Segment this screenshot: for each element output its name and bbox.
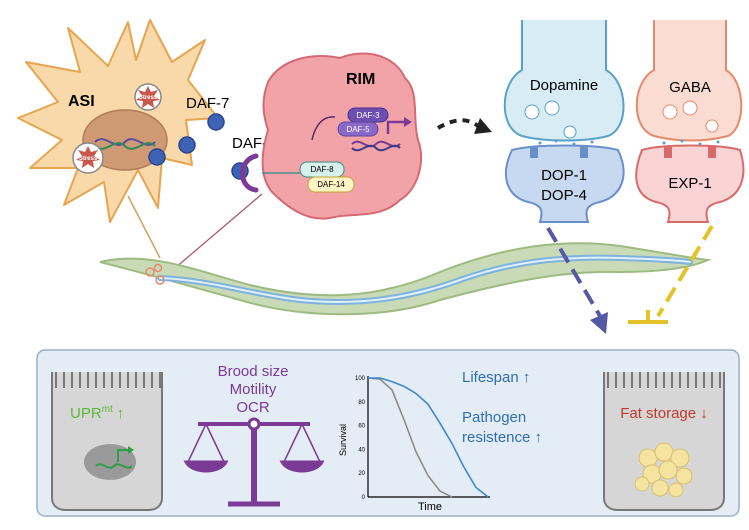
upr-arrow: ↑: [117, 405, 125, 422]
dopamine-synapse: Dopamine DOP-1 DOP-4: [503, 20, 625, 223]
asi-dna-strand-icon: [94, 142, 156, 150]
exp1-label: EXP-1: [668, 175, 711, 192]
upr-main: UPR: [70, 405, 102, 422]
vesicle-icon: [662, 104, 678, 120]
rim-axon: [167, 193, 263, 275]
intestinal-cell-upr: UPRmt ↑: [51, 372, 163, 511]
gaba-effect-arrow: [656, 224, 714, 318]
daf8-label: DAF-8: [310, 165, 334, 174]
upr-transcription-arrowhead-icon: [128, 446, 134, 454]
intestinal-cell-fat: Fat storage ↓: [603, 372, 725, 511]
vesicle-icon: [544, 100, 560, 116]
neuron-position-icon: [155, 275, 165, 285]
survival-series-2: [368, 377, 489, 498]
survival-lines: [367, 377, 489, 498]
neuron-position-icon: [145, 267, 155, 277]
dop1-label: DOP-1: [541, 167, 587, 184]
dopamine-receptor-icon: [580, 146, 588, 158]
daf7-label: DAF-7: [186, 95, 229, 112]
synaptic-cleft-dots: [538, 139, 720, 146]
rim-to-synapse-arrowhead: [474, 118, 492, 134]
fitness-item: OCR: [236, 399, 270, 416]
dopamine-label: Dopamine: [530, 77, 598, 94]
fitness-balance: Brood size Motility OCR: [183, 363, 325, 507]
gaba-label: GABA: [669, 79, 711, 96]
microvilli: [607, 372, 721, 388]
upr-transcription-arrow-icon: [117, 449, 128, 462]
survival-ytick-label: 80: [358, 400, 365, 406]
upr-superscript: mt: [102, 404, 113, 415]
gaba-receptor-icon: [708, 146, 716, 158]
fat-storage-label: Fat storage ↓: [620, 405, 708, 422]
asi-nucleus: [82, 109, 168, 171]
fitness-item: Brood size: [218, 363, 289, 380]
daf7-ligand-icon: [207, 113, 225, 131]
balance-scale-icon: [183, 417, 325, 507]
stress-label: Stress: [79, 156, 98, 162]
stress-burst-icon: [76, 146, 100, 168]
survival-ytick-label: 100: [355, 376, 366, 382]
rim-activation-arrow: [311, 116, 336, 141]
survival-series-1: [367, 377, 453, 498]
gaba-synapse: GABA EXP-1: [635, 20, 745, 223]
daf14-label: DAF-14: [317, 180, 345, 189]
pathogen-label: resistence ↑: [462, 429, 542, 446]
daf5-protein: [337, 121, 379, 137]
outcome-panel: [36, 349, 740, 517]
rim-label: RIM: [346, 71, 375, 88]
daf14-protein: [307, 176, 355, 193]
survival-ticks: 0 20 40 60 80 100: [355, 376, 366, 501]
asi-axon: [127, 195, 161, 259]
survival-ytick-label: 60: [358, 424, 365, 430]
worm-gut-lumen: [159, 256, 691, 303]
fitness-item: Motility: [230, 381, 277, 398]
microvilli: [55, 372, 161, 388]
gaba-receptor-icon: [664, 146, 672, 158]
rim-cell-body: [261, 52, 423, 220]
asi-neuron: Stress Stress ASI: [17, 19, 219, 259]
pathogen-label: Pathogen: [462, 409, 526, 426]
dopamine-effect-arrowhead: [590, 312, 608, 334]
stress-label: Stress: [139, 95, 158, 101]
rim-neuron: RIM DAF-3 DAF-5 DAF-8 DAF-14: [167, 52, 423, 275]
survival-ytick-label: 40: [358, 447, 365, 453]
gaba-postsynaptic-terminal: [635, 144, 745, 223]
dopamine-effect-arrow: [546, 226, 602, 318]
dopamine-receptor-icon: [530, 146, 538, 158]
transcription-arrowhead-icon: [404, 117, 412, 127]
vesicle-icon: [705, 119, 719, 133]
daf7-ligand-icon: [178, 136, 196, 154]
survival-ytick-label: 20: [358, 471, 365, 477]
vesicle-icon: [682, 100, 698, 116]
lifespan-label: Lifespan ↑: [462, 369, 530, 386]
daf3-label: DAF-3: [356, 111, 380, 120]
intestinal-cell-body: [603, 372, 725, 511]
upr-dna-icon: [95, 463, 133, 469]
neuron-position-icon: [153, 263, 163, 273]
stress-burst-icon: [136, 86, 160, 108]
intestinal-cell-body: [51, 372, 163, 511]
upr-label: UPRmt ↑: [70, 404, 124, 422]
asi-label: ASI: [68, 93, 95, 110]
dopamine-postsynaptic-terminal: [504, 144, 625, 223]
rim-to-synapse-arrow: [436, 118, 480, 130]
survival-ytick-label: 0: [362, 495, 366, 501]
transcription-arrow-icon: [386, 120, 404, 134]
c-elegans-worm: [99, 242, 712, 316]
intestinal-nucleus: [84, 444, 136, 480]
daf1-receptor-icon: [240, 153, 259, 193]
lipid-droplets-icon: [634, 442, 693, 498]
survival-ylabel: Survival: [338, 424, 348, 456]
rim-dna-strand-icon: [351, 144, 401, 152]
daf7-ligand-icon: [148, 148, 166, 166]
vesicle-icon: [563, 125, 577, 139]
survival-chart: Survival Time 0 20 40 60 80 100: [338, 376, 490, 513]
vesicle-icon: [524, 104, 540, 120]
daf5-label: DAF-5: [346, 125, 370, 134]
survival-xlabel: Time: [418, 501, 442, 513]
dop4-label: DOP-4: [541, 187, 587, 204]
